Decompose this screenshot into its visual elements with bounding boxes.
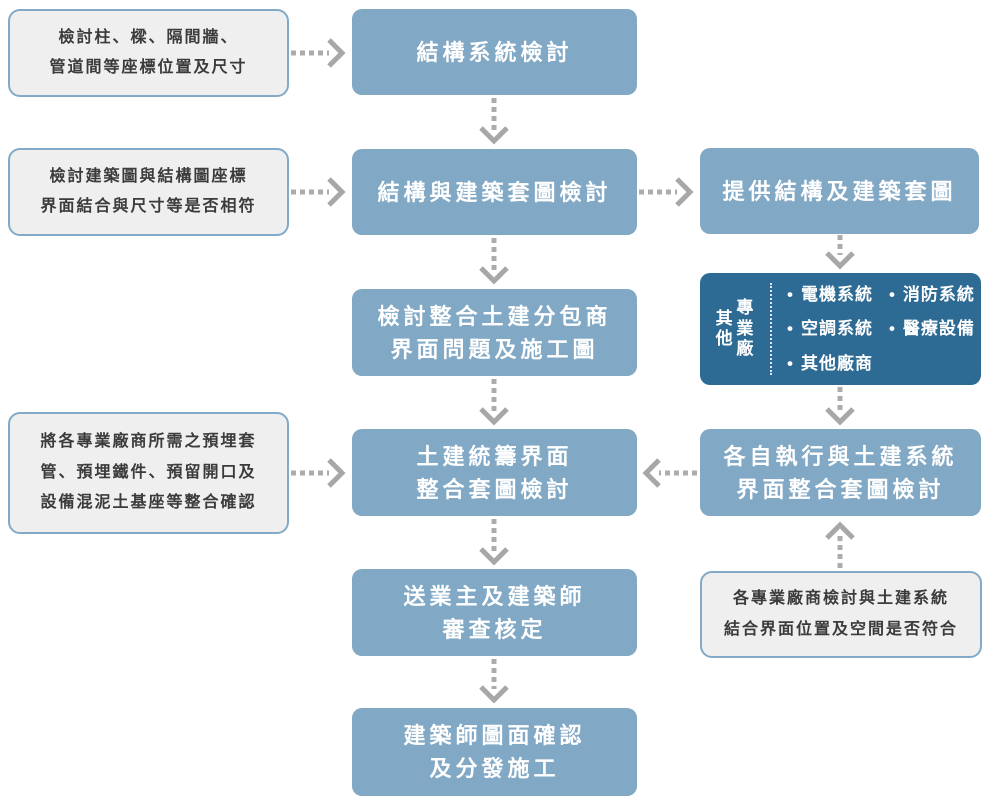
annotation-structural-coordinates: 檢討柱、樑、隔間牆、 管道間等座標位置及尺寸 xyxy=(8,9,289,97)
bullet-icon: • xyxy=(787,284,794,304)
bullet-label: 電機系統 xyxy=(800,284,873,304)
bullet-icon: • xyxy=(888,284,896,304)
arrow-down-icon xyxy=(474,237,514,288)
annotation-line: 界面結合與尺寸等是否相符 xyxy=(40,198,257,215)
annotation-line: 檢討柱、樑、隔間牆、 xyxy=(58,28,239,46)
arrow-down-icon xyxy=(474,518,514,569)
arrow-right-icon xyxy=(290,33,350,73)
arrow-down-icon xyxy=(474,658,514,707)
arrow-right-icon xyxy=(290,172,350,212)
step-label: 界面問題及施工圖 xyxy=(390,336,599,362)
step-label: 整合套圖檢討 xyxy=(416,476,573,502)
step-label: 各自執行與土建系統 xyxy=(723,443,958,469)
other-specialty-vendors-box: 其他 專業廠 • 電機系統 • 消防系統 • 空調系統 • 醫療設備 • 其他廠商 xyxy=(700,273,981,385)
annotation-embedded-items-confirmation: 將各專業廠商所需之預埋套 管、預埋鐵件、預留開口及 設備混泥土基座等整合確認 xyxy=(8,412,289,534)
arrow-right-icon xyxy=(290,453,350,493)
arrow-right-icon xyxy=(638,172,698,212)
step-label: 結構系統檢討 xyxy=(416,39,573,65)
bullet-label: 消防系統 xyxy=(902,284,975,304)
step-label: 及分發施工 xyxy=(429,756,560,781)
annotation-line: 檢討建築圖與結構圖座標 xyxy=(49,167,248,185)
step-structure-architecture-overlay-review: 結構與建築套圖檢討 xyxy=(352,149,637,235)
step-architect-confirmation-distribution: 建築師圖面確認 及分發施工 xyxy=(352,708,637,796)
bullet-label: 空調系統 xyxy=(800,319,873,339)
annotation-line: 管道間等座標位置及尺寸 xyxy=(49,59,248,76)
step-structural-system-review: 結構系統檢討 xyxy=(352,9,637,95)
annotation-line: 將各專業廠商所需之預埋套 xyxy=(40,433,257,451)
arrow-down-icon xyxy=(820,386,860,428)
annotation-arch-structural-match: 檢討建築圖與結構圖座標 界面結合與尺寸等是否相符 xyxy=(8,148,289,236)
vendors-side-label-col: 其他 xyxy=(715,308,734,348)
list-item: • 空調系統 xyxy=(787,316,873,342)
step-label: 土建統籌界面 xyxy=(416,443,573,469)
vendors-bullet-list: • 電機系統 • 消防系統 • 空調系統 • 醫療設備 • 其他廠商 xyxy=(772,273,981,385)
annotation-line: 設備混泥土基座等整合確認 xyxy=(40,494,257,512)
annotation-line: 各專業廠商檢討與土建系統 xyxy=(732,590,949,608)
bullet-label: 醫療設備 xyxy=(902,319,975,339)
step-civil-coordination-overlay-review: 土建統籌界面 整合套圖檢討 xyxy=(352,429,637,516)
bullet-label: 其他廠商 xyxy=(800,353,873,373)
step-label: 提供結構及建築套圖 xyxy=(722,178,957,204)
annotation-line: 結合界面位置及空間是否符合 xyxy=(723,620,958,638)
annotation-line: 管、預埋鐵件、預留開口及 xyxy=(40,463,257,481)
arrow-down-icon xyxy=(820,234,860,272)
step-label: 檢討整合土建分包商 xyxy=(377,303,612,329)
arrow-left-icon xyxy=(638,453,698,493)
annotation-vendor-civil-interface-check: 各專業廠商檢討與土建系統 結合界面位置及空間是否符合 xyxy=(700,571,982,658)
step-label: 送業主及建築師 xyxy=(403,583,586,609)
arrow-down-icon xyxy=(474,97,514,148)
step-provide-structure-architecture-overlay: 提供結構及建築套圖 xyxy=(700,148,979,234)
vendors-side-label-col: 專業廠 xyxy=(736,298,755,359)
step-vendor-self-overlay-review: 各自執行與土建系統 界面整合套圖檢討 xyxy=(700,429,981,516)
list-item: • 消防系統 xyxy=(889,282,975,308)
step-label: 結構與建築套圖檢討 xyxy=(377,179,612,205)
bullet-icon: • xyxy=(888,319,896,339)
list-item: • 電機系統 xyxy=(787,282,873,308)
step-label: 界面整合套圖檢討 xyxy=(736,476,945,502)
dotted-divider xyxy=(770,283,772,375)
list-item: • 其他廠商 xyxy=(787,351,873,377)
step-label: 建築師圖面確認 xyxy=(403,723,586,748)
step-owner-architect-approval: 送業主及建築師 審查核定 xyxy=(352,569,637,656)
arrow-down-icon xyxy=(474,378,514,429)
bullet-icon: • xyxy=(787,353,794,373)
step-label: 審查核定 xyxy=(442,616,547,642)
vendors-side-label: 其他 專業廠 xyxy=(700,273,770,385)
list-item: • 醫療設備 xyxy=(889,316,975,342)
step-civil-subcontractor-interface-review: 檢討整合土建分包商 界面問題及施工圖 xyxy=(352,289,637,376)
bullet-icon: • xyxy=(787,319,794,339)
arrow-up-icon xyxy=(820,519,860,569)
